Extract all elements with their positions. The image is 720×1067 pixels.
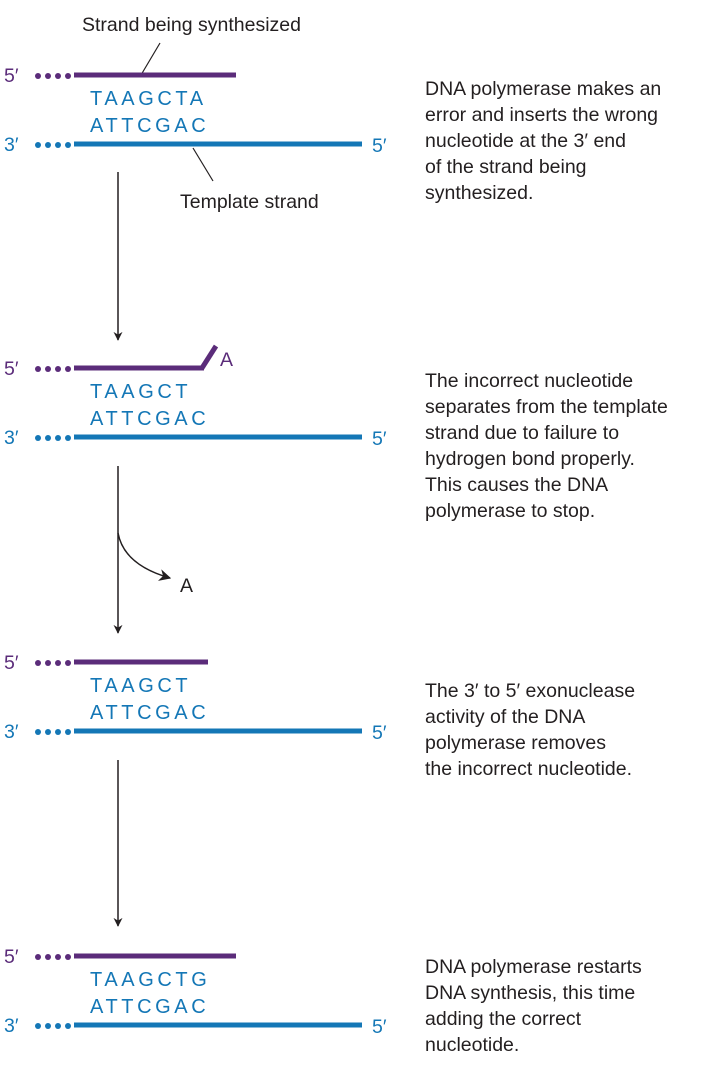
- step-4-synth-dot-3: [55, 954, 61, 960]
- step-4-synth-dot-1: [35, 954, 41, 960]
- description-line: DNA synthesis, this time: [425, 982, 636, 1004]
- step-1-template-dot-4: [65, 142, 71, 148]
- step-4-synth-5prime-label: 5′: [4, 946, 19, 968]
- step-3-synth-5prime-label: 5′: [4, 652, 19, 674]
- step-4-top-sequence: TAAGCTG: [90, 969, 210, 991]
- step-1-top-sequence: TAAGCTA: [90, 88, 207, 110]
- step-1-template-5prime-label: 5′: [372, 135, 387, 157]
- step-1-bottom-sequence: ATTCGAC: [90, 115, 209, 137]
- step-4-template-3prime-label: 3′: [4, 1015, 19, 1037]
- step-1-description: DNA polymerase makes an error and inserts…: [425, 76, 717, 206]
- description-line: strand due to failure to: [425, 422, 620, 444]
- step-4-template-dot-3: [55, 1023, 61, 1029]
- step-2-description: The incorrect nucleotide separates from t…: [425, 368, 717, 524]
- step-2-synth-dot-4: [65, 366, 71, 372]
- description-line: nucleotide at the 3′ end: [425, 130, 626, 152]
- step-3-synth-dot-4: [65, 660, 71, 666]
- description-line: of the strand being: [425, 156, 587, 178]
- step-2-synth-dot-3: [55, 366, 61, 372]
- step-2-mismatch-kink: [199, 344, 219, 370]
- description-line: separates from the template: [425, 396, 668, 418]
- step-3-template-dot-4: [65, 729, 71, 735]
- description-line: synthesized.: [425, 182, 534, 204]
- step-4-synth-dot-2: [45, 954, 51, 960]
- removed-nucleotide-label: A: [180, 575, 193, 597]
- description-line: The incorrect nucleotide: [425, 370, 634, 392]
- step-2-top-sequence: TAAGCT: [90, 381, 191, 403]
- step-3-synth-dot-2: [45, 660, 51, 666]
- step-1-error-inserted: 5′ TAAGCTA ATTCGAC 3′ 5′: [4, 65, 387, 157]
- description-line: activity of the DNA: [425, 706, 586, 728]
- step-4-template-dot-2: [45, 1023, 51, 1029]
- description-line: error and inserts the wrong: [425, 104, 659, 126]
- step-3-template-5prime-label: 5′: [372, 722, 387, 744]
- step-2-bottom-sequence: ATTCGAC: [90, 408, 209, 430]
- step-2-template-3prime-label: 3′: [4, 427, 19, 449]
- step-1-template-dot-3: [55, 142, 61, 148]
- step-3-synth-dot-3: [55, 660, 61, 666]
- step-4-template-dot-4: [65, 1023, 71, 1029]
- strand-being-synthesized-label: Strand being synthesized: [82, 14, 301, 36]
- step-1-template-3prime-label: 3′: [4, 134, 19, 156]
- step-2-template-5prime-label: 5′: [372, 428, 387, 450]
- description-line: the incorrect nucleotide.: [425, 758, 633, 780]
- step-1-template-dot-1: [35, 142, 41, 148]
- step-4-template-5prime-label: 5′: [372, 1016, 387, 1038]
- step-3-bottom-sequence: ATTCGAC: [90, 702, 209, 724]
- description-line: DNA polymerase makes an: [425, 78, 662, 100]
- step-3-exonuclease-removal: 5′ TAAGCT ATTCGAC 3′ 5′: [4, 652, 387, 744]
- description-line: The 3′ to 5′ exonuclease: [425, 680, 636, 702]
- step-4-synth-dot-4: [65, 954, 71, 960]
- step-1-synth-dot-1: [35, 73, 41, 79]
- step-2-template-dot-2: [45, 435, 51, 441]
- description-line: This causes the DNA: [425, 474, 609, 496]
- step-4-bottom-sequence: ATTCGAC: [90, 996, 209, 1018]
- description-line: nucleotide.: [425, 1034, 520, 1056]
- step-2-template-dot-3: [55, 435, 61, 441]
- step-4-synthesis-restarts: 5′ TAAGCTG ATTCGAC 3′ 5′: [4, 946, 387, 1038]
- step-2-synth-5prime-label: 5′: [4, 358, 19, 380]
- step-2-synth-dot-1: [35, 366, 41, 372]
- step-1-synth-dot-3: [55, 73, 61, 79]
- strand-being-synthesized-leader: [140, 42, 161, 76]
- step-4-template-dot-1: [35, 1023, 41, 1029]
- step-1-synth-dot-4: [65, 73, 71, 79]
- step-2-mismatch-separates: 5′ A TAAGCT ATTCGAC 3′ 5′: [4, 344, 387, 450]
- description-line: hydrogen bond properly.: [425, 448, 635, 470]
- step-2-template-dot-4: [65, 435, 71, 441]
- nucleotide-release-arrow: [117, 532, 172, 581]
- step-1-template-dot-2: [45, 142, 51, 148]
- step-3-template-dot-3: [55, 729, 61, 735]
- step-1-synth-dot-2: [45, 73, 51, 79]
- template-strand-leader: [192, 147, 214, 182]
- step-3-description: The 3′ to 5′ exonuclease activity of the …: [425, 678, 717, 782]
- step-3-template-dot-1: [35, 729, 41, 735]
- step-3-synth-dot-1: [35, 660, 41, 666]
- step-1-synth-5prime-label: 5′: [4, 65, 19, 87]
- description-line: DNA polymerase restarts: [425, 956, 642, 978]
- step-2-template-dot-1: [35, 435, 41, 441]
- template-strand-label: Template strand: [180, 191, 319, 213]
- description-line: polymerase to stop.: [425, 500, 596, 522]
- step-3-template-dot-2: [45, 729, 51, 735]
- description-line: polymerase removes: [425, 732, 606, 754]
- step-2-synth-dot-2: [45, 366, 51, 372]
- step-3-top-sequence: TAAGCT: [90, 675, 191, 697]
- step-2-mismatched-nucleotide: A: [220, 349, 233, 371]
- description-line: adding the correct: [425, 1008, 582, 1030]
- step-3-template-3prime-label: 3′: [4, 721, 19, 743]
